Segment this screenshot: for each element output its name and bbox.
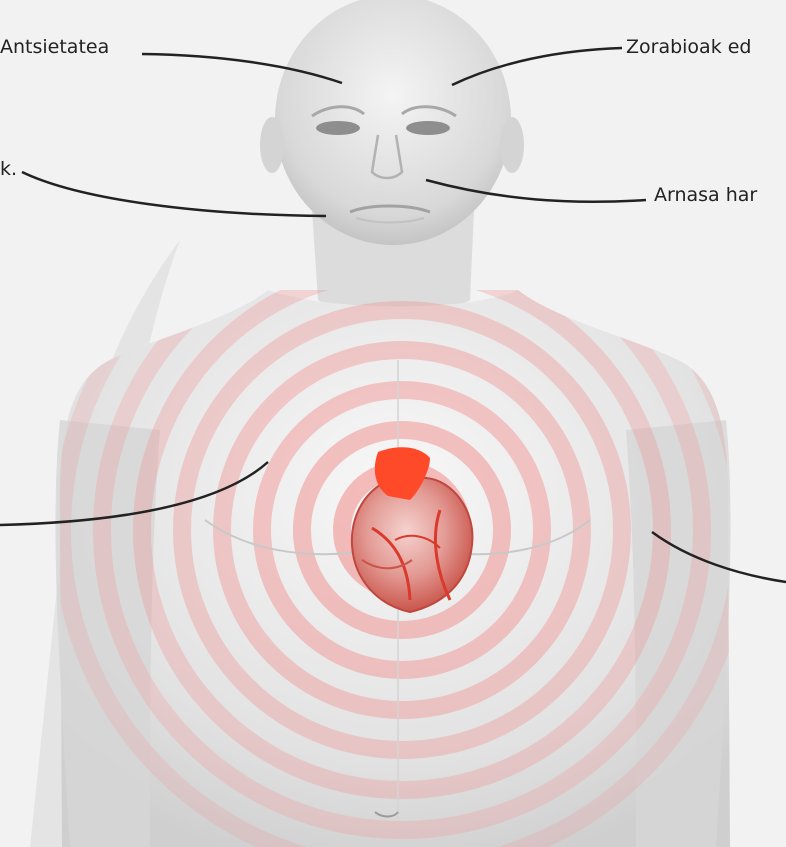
label-symptom-left: k. <box>0 158 17 180</box>
leader-line-mid-left <box>22 172 326 216</box>
eye <box>406 121 450 135</box>
head <box>260 0 524 245</box>
label-dizziness: Zorabioak ed <box>626 36 752 58</box>
eye <box>316 121 360 135</box>
label-breathing: Arnasa har <box>654 184 757 206</box>
label-anxiety: Antsietatea <box>0 36 109 58</box>
